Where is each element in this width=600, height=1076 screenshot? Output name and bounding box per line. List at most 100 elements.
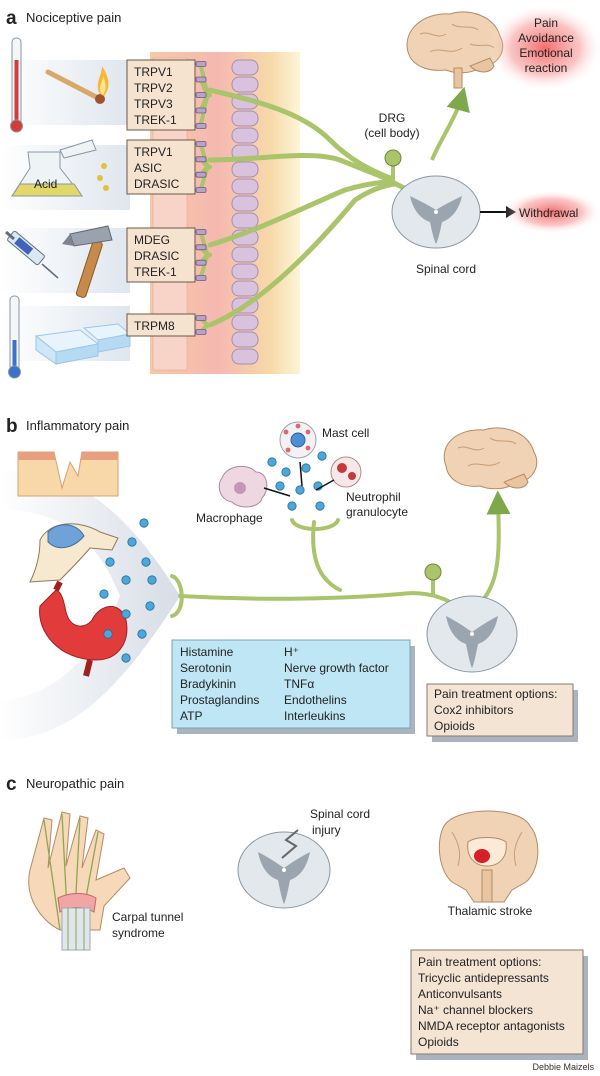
mediator-dot xyxy=(127,537,137,547)
mediator-dot xyxy=(121,609,131,619)
receptor-box xyxy=(126,227,196,283)
receptor-box xyxy=(126,313,196,337)
skin-wound-icon xyxy=(17,451,119,497)
mediator-item: Prostaglandins xyxy=(180,693,259,707)
treatment-b-item-2: Opioids xyxy=(434,719,475,733)
receptor-label: TRPM8 xyxy=(134,319,175,333)
mediator-dot xyxy=(145,601,155,611)
receptor-box xyxy=(126,139,196,195)
mediator-item: Bradykinin xyxy=(180,677,236,691)
epidermal-cell xyxy=(231,348,259,365)
receptor-channel xyxy=(195,259,207,266)
mediators-box: HistamineSerotoninBradykininProstaglandi… xyxy=(171,639,415,734)
spinal-cord-label: Spinal cord xyxy=(416,262,476,276)
receptor-channel xyxy=(195,229,207,235)
receptor-box xyxy=(126,59,196,131)
mediator-dot xyxy=(137,629,147,639)
ascending-pathway-a xyxy=(430,86,470,161)
section-a-letter: a xyxy=(6,8,17,29)
acid-beaker-icon: Acid xyxy=(11,139,109,197)
section-c-title: Neuropathic pain xyxy=(26,776,124,791)
mediator-item: Serotonin xyxy=(180,661,231,675)
mediator-item: Interleukins xyxy=(284,709,345,723)
receptor-channel xyxy=(195,315,207,321)
brain-output-emotional: Emotional xyxy=(519,46,572,60)
release-arrows xyxy=(263,461,335,497)
spinal-cord-a: Spinal cord xyxy=(391,175,481,276)
receptor-channel xyxy=(195,107,207,114)
mediator-dot xyxy=(267,457,277,467)
spinal-cord-b xyxy=(426,595,518,673)
mediator-item: TNFα xyxy=(284,677,314,691)
mediator-dot xyxy=(275,481,285,491)
ice-cubes-icon xyxy=(34,323,132,365)
mediators-left-list: HistamineSerotoninBradykininProstaglandi… xyxy=(180,645,259,723)
hand-carpal-tunnel-icon xyxy=(28,811,131,951)
treatment-b-item-1: Cox2 inhibitors xyxy=(434,703,513,717)
mediator-item: Histamine xyxy=(180,645,234,659)
section-a-title: Nociceptive pain xyxy=(26,10,121,25)
receptor-label: TREK-1 xyxy=(134,265,177,279)
epidermal-cell xyxy=(231,76,259,93)
granulocyte-label: granulocyte xyxy=(346,505,408,519)
epidermal-cells xyxy=(231,59,259,365)
receptor-boxes: TRPV1TRPV2TRPV3TREK-1TRPV1ASICDRASICMDEG… xyxy=(126,59,196,337)
receptor-label: TRPV1 xyxy=(134,65,173,79)
epidermal-cell xyxy=(231,263,259,280)
epidermal-cell xyxy=(231,212,259,229)
mediator-dot xyxy=(139,518,149,528)
treatment-c-item: Tricyclic antidepressants xyxy=(418,971,549,985)
receptor-label: ASIC xyxy=(134,161,162,175)
treatment-c-item: Pain treatment options: xyxy=(418,955,541,969)
treatment-c-item: Na⁺ channel blockers xyxy=(418,1003,533,1017)
mediator-dot xyxy=(287,501,297,511)
receptor-channels xyxy=(195,61,207,335)
mediator-dot xyxy=(147,575,157,585)
brain-output-pain: Pain xyxy=(534,16,558,30)
epidermal-cell xyxy=(231,280,259,297)
mediator-dot xyxy=(281,467,291,477)
receptor-channel xyxy=(195,61,207,67)
epidermal-cell xyxy=(231,161,259,178)
mast-cell-label: Mast cell xyxy=(322,426,369,440)
receptor-label: DRASIC xyxy=(134,249,180,263)
treatment-c-item: NMDA receptor antagonists xyxy=(418,1019,565,1033)
receptor-label: DRASIC xyxy=(134,177,180,191)
mediator-item: Endothelins xyxy=(284,693,347,707)
acid-label: Acid xyxy=(34,177,57,191)
mediator-dot xyxy=(121,653,131,663)
thermometer-hot-icon xyxy=(10,37,23,133)
receptor-channel xyxy=(195,275,207,281)
spinal-injury-label: Spinal cord xyxy=(310,807,370,821)
receptor-label: MDEG xyxy=(134,233,170,247)
mediators-right-list: H⁺Nerve growth factorTNFαEndothelinsInte… xyxy=(284,645,389,723)
treatment-c-item: Opioids xyxy=(418,1035,459,1049)
section-c-letter: c xyxy=(6,774,17,795)
mediator-dot xyxy=(295,485,305,495)
withdrawal-glow: Withdrawal xyxy=(502,190,600,234)
epidermal-cell xyxy=(231,178,259,195)
mast-cell: Mast cell xyxy=(279,421,369,459)
mediator-item: H⁺ xyxy=(284,645,299,659)
burning-match-icon xyxy=(45,66,109,104)
macrophage-label: Macrophage xyxy=(196,511,263,525)
receptor-channel xyxy=(195,92,207,98)
receptor-channel xyxy=(195,76,207,83)
mediator-molecules xyxy=(99,451,327,663)
receptor-channel xyxy=(195,141,207,147)
brain-coronal-stroke: Thalamic stroke xyxy=(438,810,539,918)
thalamic-label: Thalamic stroke xyxy=(448,904,533,918)
receptor-channel xyxy=(195,123,207,129)
receptor-channel xyxy=(195,156,207,163)
neutrophil-label: Neutrophil xyxy=(346,490,401,504)
receptor-label: TREK-1 xyxy=(134,113,177,127)
drg-sublabel: (cell body) xyxy=(364,126,419,140)
treatment-box-b: Pain treatment options: Cox2 inhibitors … xyxy=(426,683,578,742)
epidermal-cell xyxy=(231,246,259,263)
receptor-label: TRPV2 xyxy=(134,81,173,95)
mediator-dot xyxy=(105,557,115,567)
epidermal-cell xyxy=(231,110,259,127)
section-b-title: Inflammatory pain xyxy=(26,418,129,433)
drg-cell-body: DRG (cell body) xyxy=(364,111,420,182)
receptor-channel xyxy=(195,171,207,178)
